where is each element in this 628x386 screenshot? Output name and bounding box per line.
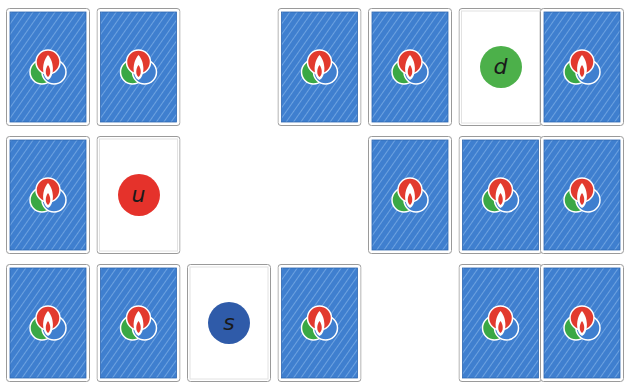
quark-letter: u [132, 184, 146, 206]
face-down-card [7, 137, 90, 254]
face-up-card [459, 9, 542, 126]
face-up-card [97, 137, 180, 254]
quark-token: s [208, 302, 250, 344]
face-down-card [541, 9, 624, 126]
face-down-card [459, 137, 542, 254]
face-down-card [369, 9, 452, 126]
face-down-card [459, 265, 542, 382]
face-down-card [541, 265, 624, 382]
face-down-card [7, 9, 90, 126]
face-down-card [97, 9, 180, 126]
face-down-card [278, 265, 361, 382]
quark-token: u [118, 174, 160, 216]
face-down-card [7, 265, 90, 382]
face-down-card [541, 137, 624, 254]
quark-letter: s [223, 312, 234, 334]
face-down-card [278, 9, 361, 126]
quark-token: d [480, 46, 522, 88]
face-down-card [369, 137, 452, 254]
quark-letter: d [494, 56, 508, 78]
face-down-card [97, 265, 180, 382]
face-up-card [188, 265, 271, 382]
